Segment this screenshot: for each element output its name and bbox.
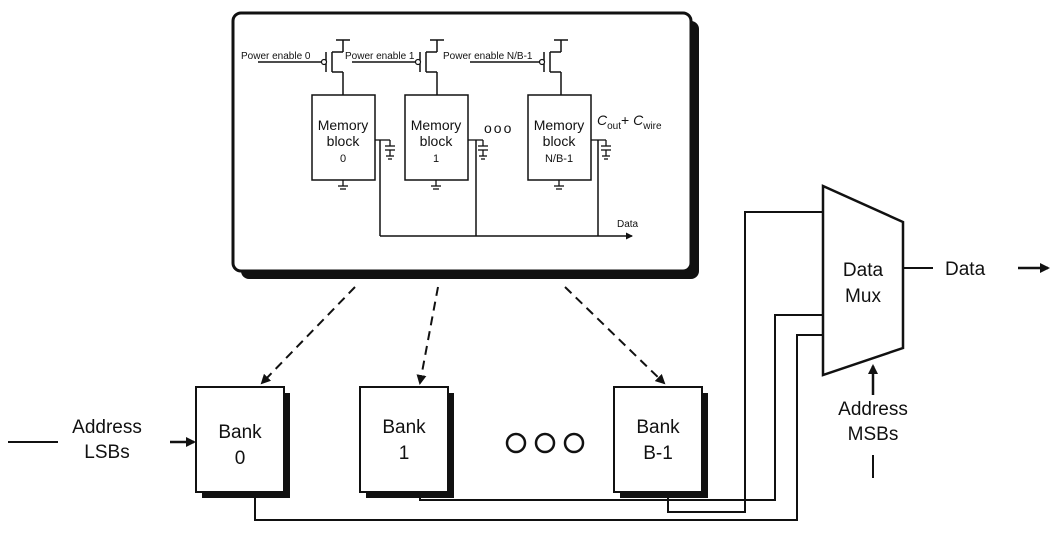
gate-bubble-n: [538, 58, 546, 66]
memory-block-1-line3: 1: [433, 153, 439, 165]
address-msbs-line1: Address: [838, 399, 908, 420]
memory-block-1-line1: Memory: [411, 117, 462, 133]
gate-bubble-1: [414, 58, 422, 66]
inset-data-bus: [379, 140, 633, 240]
bank-b-1-line2: B-1: [643, 443, 673, 464]
power-enable-0-label: Power enable 0: [241, 51, 311, 62]
power-enable-n-label: Power enable N/B-1: [443, 51, 533, 62]
bank-0-line1: Bank: [218, 422, 262, 443]
data-mux: [821, 184, 905, 377]
memory-block-0-line1: Memory: [318, 117, 369, 133]
inset-ellipsis: ooo: [484, 120, 513, 136]
data-mux-line1: Data: [843, 260, 884, 281]
callout-arrows: [260, 286, 666, 385]
power-transistor-1: [352, 39, 444, 95]
memory-block-1: [404, 94, 469, 181]
ground-icon: [338, 180, 564, 190]
inset-data-label: Data: [617, 219, 639, 230]
gate-bubble-0: [320, 58, 328, 66]
power-transistor-n: [470, 39, 568, 95]
data-mux-line2: Mux: [845, 286, 881, 307]
memory-block-0-line2: block: [327, 133, 361, 149]
memory-block-n-line3: N/B-1: [545, 153, 573, 165]
output-data-label: Data: [945, 259, 986, 280]
cap-label: Cout+ Cwire: [597, 112, 662, 132]
bank-1: [359, 386, 454, 498]
power-enable-1-label: Power enable 1: [345, 51, 415, 62]
bank-0: [195, 386, 290, 498]
memory-block-n-line2: block: [543, 133, 577, 149]
memory-block-n-line1: Memory: [534, 117, 585, 133]
bank-ellipsis: [505, 432, 585, 454]
memory-block-1-line2: block: [420, 133, 454, 149]
bank-to-mux-wires: [254, 211, 823, 521]
address-lsbs-line1: Address: [72, 417, 142, 438]
bank-1-line2: 1: [399, 443, 410, 464]
bank-b-1: [613, 386, 708, 498]
memory-block-0-line3: 0: [340, 153, 346, 165]
bank-1-line1: Bank: [382, 417, 426, 438]
bank-0-line2: 0: [235, 448, 246, 469]
memory-block-n: [527, 94, 592, 181]
address-msbs-line2: MSBs: [848, 424, 899, 445]
memory-block-0: [311, 94, 376, 181]
bank-b-1-line1: Bank: [636, 417, 680, 438]
address-lsbs-line2: LSBs: [84, 442, 129, 463]
